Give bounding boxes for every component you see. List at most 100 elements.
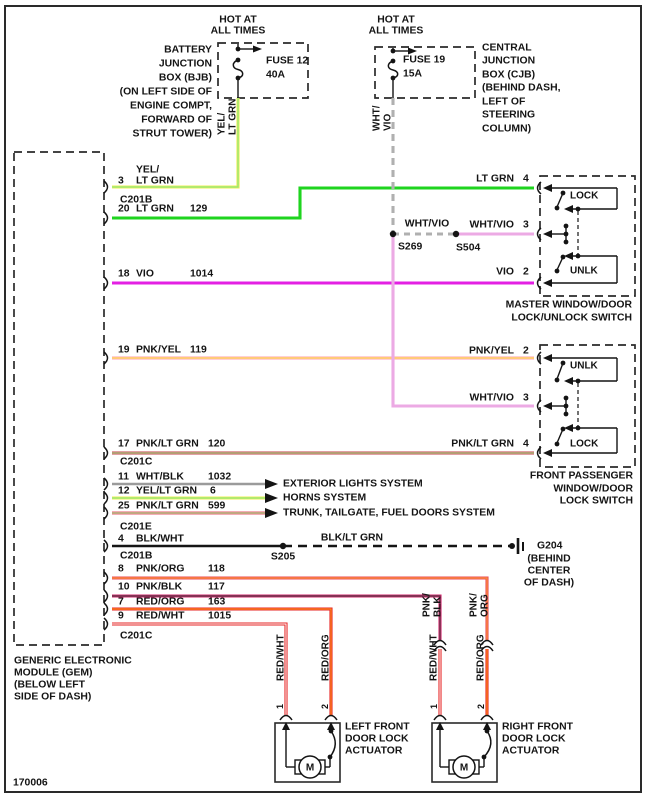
splice-dot-icon	[563, 223, 569, 229]
gem-pin: 7	[118, 597, 124, 608]
connector-arc-icon	[536, 276, 542, 290]
splice-dot-icon	[554, 441, 560, 447]
arrowhead-icon	[282, 722, 290, 730]
diagram-label: WHT/BLK	[136, 472, 184, 483]
connector-arc-icon	[536, 399, 542, 413]
splice-dot-icon	[390, 58, 396, 64]
diagram-label: YEL/	[136, 165, 159, 176]
gem-caption: GENERIC ELECTRONIC	[14, 656, 132, 667]
switch-pin: 4	[523, 174, 529, 185]
bjb-caption: BATTERY	[164, 45, 212, 56]
diagram-label: WHT/VIO	[405, 219, 449, 230]
hot-at-label: HOT AT	[219, 15, 257, 26]
splice-dot-icon	[481, 754, 487, 760]
connector-arc-icon	[103, 602, 109, 616]
gem-pin: 9	[118, 611, 124, 622]
arrowhead-icon	[483, 722, 491, 730]
arrowhead-icon	[253, 45, 262, 53]
diagram-label: PNK/	[469, 593, 480, 617]
splice-dot-icon	[235, 75, 241, 81]
diagram-label: PNK/LT GRN	[136, 501, 199, 512]
splice-dot-icon	[509, 543, 515, 549]
connector-arc-icon	[433, 645, 447, 652]
fuse19-rating: 15A	[403, 69, 423, 80]
switch-position: UNLK	[570, 361, 599, 372]
splice-dot-icon	[563, 239, 569, 245]
diagram-label: RED/ORG	[321, 634, 332, 681]
fuse12-label: FUSE 12	[266, 56, 308, 67]
splice-dot-icon	[452, 230, 460, 238]
system-label: HORNS SYSTEM	[283, 493, 366, 504]
wire-pnk-blk-117-stripe	[112, 595, 441, 640]
diagram-label: LOCK SWITCH	[560, 496, 633, 507]
splice-dot-icon	[560, 190, 566, 196]
connector-arc-icon	[480, 645, 494, 652]
battery-junction-box	[217, 42, 309, 99]
diagram-label: LT GRN	[136, 176, 174, 187]
diagram-label: ACTUATOR	[502, 746, 560, 757]
connector-arc-icon	[103, 571, 109, 585]
diagram-label: RED/ORG	[136, 597, 185, 608]
switch-pin: 2	[523, 267, 529, 278]
diagram-label: PNK/ORG	[136, 564, 185, 575]
connector-arc-icon	[433, 714, 447, 721]
diagram-label: BLK/LT GRN	[321, 533, 383, 544]
diagram-label: STEERING	[482, 110, 535, 121]
splice-dot-icon	[554, 268, 560, 274]
splice-dot-icon	[563, 411, 569, 417]
splice-dot-icon	[560, 254, 566, 260]
conductor-line	[556, 362, 564, 380]
connector-arc-icon	[536, 351, 542, 365]
switch-pin: 2	[523, 346, 529, 357]
connector-arc-icon	[433, 639, 447, 646]
fuse19-label: FUSE 19	[403, 55, 445, 66]
wire-wht-vio-to-fp-pin3	[391, 234, 534, 408]
diagram-label: SIDE OF DASH)	[14, 692, 91, 703]
right-actuator-box	[431, 722, 498, 783]
diagram-label: DOOR LOCK	[502, 734, 566, 745]
connector-arc-icon	[103, 276, 109, 290]
gem-pin: 12	[118, 486, 130, 497]
splice-dot-icon	[563, 231, 569, 237]
splice-dot-icon	[554, 205, 560, 211]
diagram-label: DOOR LOCK	[345, 734, 409, 745]
diagram-label: PNK/YEL	[136, 345, 182, 356]
connector-arc-icon	[324, 714, 338, 721]
page-border	[4, 5, 642, 793]
arrowhead-icon	[436, 722, 444, 730]
switch-pin: 4	[523, 439, 529, 450]
circuit-number: 599	[208, 501, 226, 512]
splice-dot-icon	[235, 46, 241, 52]
diagram-label: ALL TIMES	[211, 26, 266, 37]
fuse12-rating: 40A	[266, 70, 286, 81]
arrowhead-icon	[564, 252, 573, 260]
splice-dot-icon	[575, 206, 581, 212]
diagram-label: WINDOW/DOOR	[553, 484, 633, 495]
circuit-number: 6	[210, 486, 216, 497]
connector-arc-icon	[536, 181, 542, 195]
conductor-line	[556, 192, 564, 208]
diagram-label: RED/ORG	[476, 634, 487, 681]
circuit-number: 1014	[190, 269, 213, 280]
wire-pnk-org-118-stripe	[112, 577, 488, 640]
arrowhead-icon	[564, 205, 573, 213]
connector-arc-icon	[103, 477, 109, 491]
wire-red-wht-1015-stripe	[112, 623, 287, 716]
gem-pin: 11	[118, 472, 129, 483]
connector-arc-icon	[103, 180, 109, 194]
diagram-label: (BELOW LEFT	[14, 680, 86, 691]
circuit-number: 117	[208, 582, 225, 593]
diagram-label: (ON LEFT SIDE OF	[120, 87, 212, 98]
diagram-label: PNK/	[422, 593, 433, 617]
splice-dot-icon	[560, 426, 566, 432]
motor-icon	[298, 755, 322, 779]
splice-dot-icon	[327, 754, 333, 760]
gem-pin: 8	[118, 564, 124, 575]
figure-number: 170006	[13, 778, 48, 789]
splice-dot-icon	[575, 253, 581, 259]
master-switch-caption: MASTER WINDOW/DOOR	[506, 300, 633, 311]
diagram-label: RED/WHT	[429, 634, 440, 681]
arrowhead-icon	[543, 449, 552, 457]
diagram-label: LT GRN	[228, 99, 239, 135]
